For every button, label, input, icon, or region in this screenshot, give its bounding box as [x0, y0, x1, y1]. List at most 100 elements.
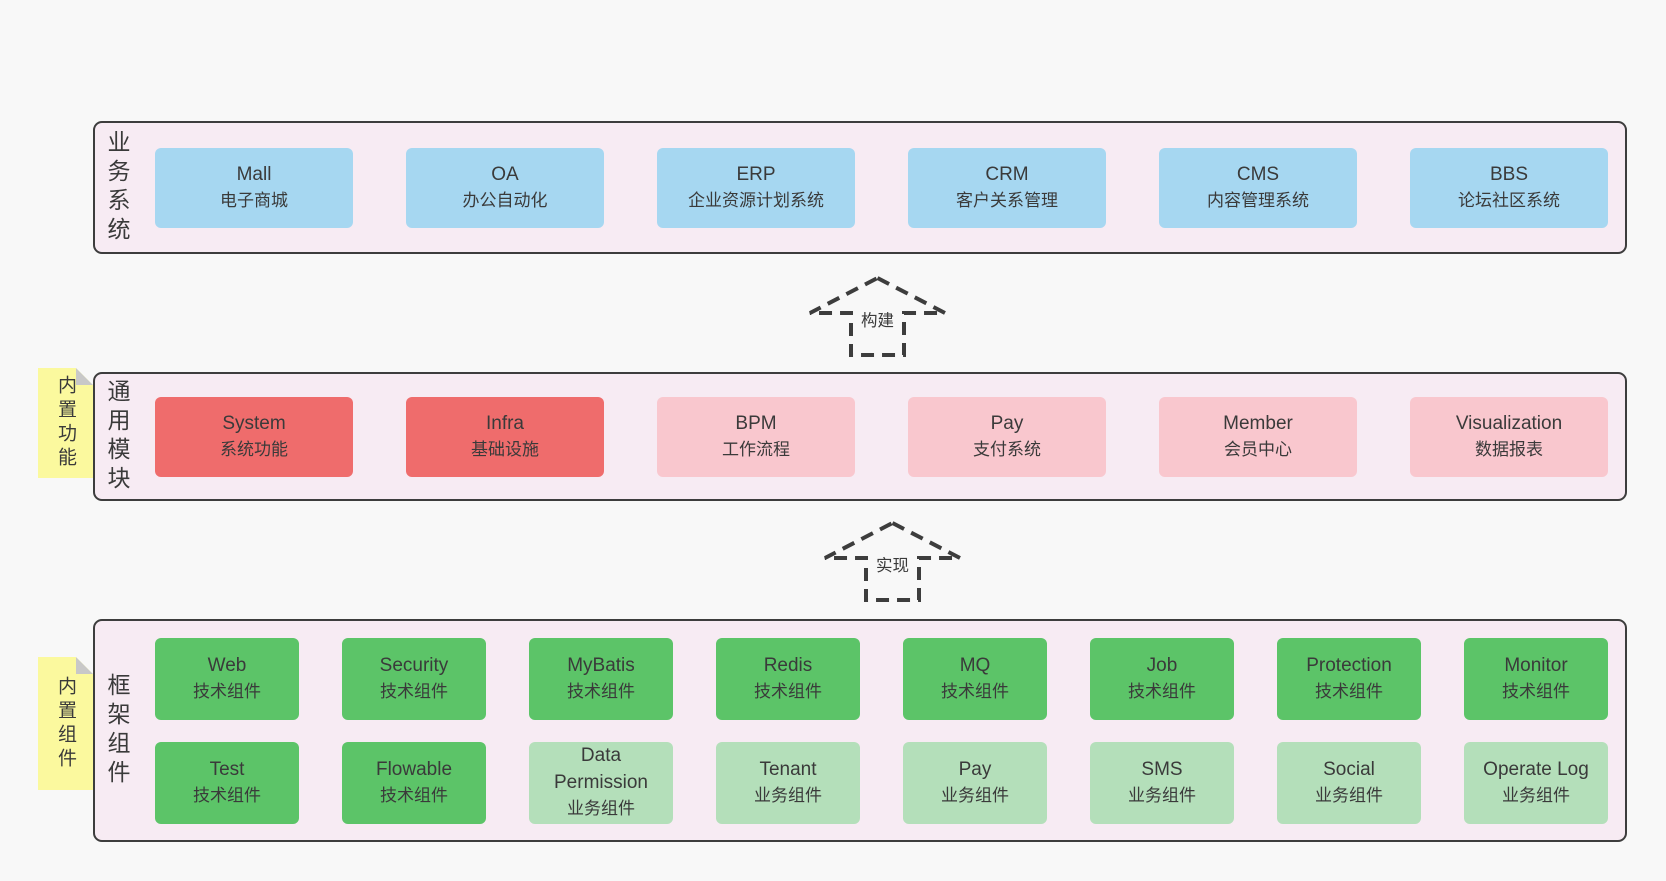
- box-subtitle: 数据报表: [1475, 439, 1543, 459]
- box-subtitle: 会员中心: [1224, 439, 1292, 459]
- box-bpm: BPM 工作流程: [657, 396, 855, 477]
- box-subtitle: 办公自动化: [462, 190, 548, 210]
- box-name: Test: [209, 758, 245, 780]
- box-subtitle: 论坛社区系统: [1458, 190, 1560, 210]
- framework-boxes-rows: Web 技术组件 Security 技术组件 MyBatis 技术组件 Redi…: [155, 621, 1608, 840]
- box-test: Test 技术组件: [155, 741, 299, 824]
- arrow-build: 构建: [807, 275, 948, 358]
- box-name: Member: [1223, 412, 1293, 434]
- arrow-build-label: 构建: [858, 307, 897, 331]
- sticky-note-built-in-features: 内置功能: [38, 368, 93, 478]
- box-subtitle: 技术组件: [380, 681, 448, 701]
- box-visualization: Visualization 数据报表: [1410, 396, 1608, 477]
- box-subtitle: 业务组件: [1128, 785, 1196, 805]
- box-subtitle: 内容管理系统: [1207, 190, 1309, 210]
- box-name: Security: [379, 654, 449, 676]
- box-subtitle: 技术组件: [754, 681, 822, 701]
- box-mall: Mall 电子商城: [155, 147, 353, 228]
- box-oa: OA 办公自动化: [406, 147, 604, 228]
- box-subtitle: 技术组件: [1128, 681, 1196, 701]
- box-name: System: [222, 412, 286, 434]
- framework-row-2: Test 技术组件 Flowable 技术组件 Data Permission …: [155, 741, 1608, 824]
- box-job: Job 技术组件: [1090, 637, 1234, 720]
- box-subtitle: 技术组件: [193, 681, 261, 701]
- box-name: MyBatis: [567, 654, 635, 676]
- box-subtitle: 技术组件: [567, 681, 635, 701]
- box-name: BPM: [735, 412, 777, 434]
- box-bbs: BBS 论坛社区系统: [1410, 147, 1608, 228]
- box-name: Pay: [990, 412, 1024, 434]
- box-mybatis: MyBatis 技术组件: [529, 637, 673, 720]
- box-operate-log: Operate Log 业务组件: [1464, 741, 1608, 824]
- box-name: ERP: [736, 163, 776, 185]
- box-subtitle: 企业资源计划系统: [688, 190, 824, 210]
- box-security: Security 技术组件: [342, 637, 486, 720]
- framework-row-1: Web 技术组件 Security 技术组件 MyBatis 技术组件 Redi…: [155, 637, 1608, 720]
- box-subtitle: 基础设施: [471, 439, 539, 459]
- layer-label-business: 业务系统: [104, 129, 130, 246]
- box-name: CRM: [985, 163, 1029, 185]
- box-tenant: Tenant 业务组件: [716, 741, 860, 824]
- box-name: MQ: [959, 654, 991, 676]
- box-system: System 系统功能: [155, 396, 353, 477]
- box-sms: SMS 业务组件: [1090, 741, 1234, 824]
- layer-label-modules: 通用模块: [104, 378, 130, 495]
- box-pay-component: Pay 业务组件: [903, 741, 1047, 824]
- box-name: Monitor: [1504, 654, 1568, 676]
- box-subtitle: 业务组件: [567, 799, 635, 819]
- box-data-permission: Data Permission 业务组件: [529, 741, 673, 824]
- box-subtitle: 工作流程: [722, 439, 790, 459]
- box-name: Operate Log: [1483, 758, 1589, 780]
- box-name: Tenant: [759, 758, 817, 780]
- box-redis: Redis 技术组件: [716, 637, 860, 720]
- box-name: Visualization: [1455, 412, 1563, 434]
- layer-framework-components: 框架组件 Web 技术组件 Security 技术组件 MyBatis 技术组件…: [93, 619, 1627, 842]
- box-name: Job: [1146, 654, 1178, 676]
- arrow-implement-label: 实现: [873, 552, 912, 576]
- box-name: Flowable: [375, 758, 453, 780]
- box-subtitle: 电子商城: [220, 190, 288, 210]
- sticky-note-built-in-components: 内置组件: [38, 657, 93, 790]
- box-subtitle: 业务组件: [1502, 785, 1570, 805]
- box-subtitle: 客户关系管理: [956, 190, 1058, 210]
- box-erp: ERP 企业资源计划系统: [657, 147, 855, 228]
- arrow-implement: 实现: [822, 520, 963, 603]
- box-subtitle: 技术组件: [941, 681, 1009, 701]
- box-subtitle: 支付系统: [973, 439, 1041, 459]
- box-subtitle: 技术组件: [193, 785, 261, 805]
- module-boxes-row: System 系统功能 Infra 基础设施 BPM 工作流程 Pay 支付系统…: [155, 374, 1608, 499]
- box-name: Redis: [763, 654, 813, 676]
- box-name: BBS: [1489, 163, 1529, 185]
- box-crm: CRM 客户关系管理: [908, 147, 1106, 228]
- box-subtitle: 技术组件: [380, 785, 448, 805]
- box-subtitle: 业务组件: [1315, 785, 1383, 805]
- box-cms: CMS 内容管理系统: [1159, 147, 1357, 228]
- box-pay-module: Pay 支付系统: [908, 396, 1106, 477]
- business-boxes-row: Mall 电子商城 OA 办公自动化 ERP 企业资源计划系统 CRM 客户关系…: [155, 123, 1608, 252]
- box-name: OA: [491, 163, 519, 185]
- box-name: SMS: [1141, 758, 1183, 780]
- box-subtitle: 技术组件: [1502, 681, 1570, 701]
- box-mq: MQ 技术组件: [903, 637, 1047, 720]
- box-name: Protection: [1306, 654, 1392, 676]
- layer-common-modules: 通用模块 System 系统功能 Infra 基础设施 BPM 工作流程 Pay…: [93, 372, 1627, 501]
- box-web: Web 技术组件: [155, 637, 299, 720]
- box-member: Member 会员中心: [1159, 396, 1357, 477]
- box-name: Social: [1323, 758, 1375, 780]
- sticky-note-text: 内置功能: [55, 375, 76, 471]
- layer-label-framework: 框架组件: [104, 672, 130, 789]
- box-name: Mall: [236, 163, 272, 185]
- box-social: Social 业务组件: [1277, 741, 1421, 824]
- box-subtitle: 技术组件: [1315, 681, 1383, 701]
- box-monitor: Monitor 技术组件: [1464, 637, 1608, 720]
- box-infra: Infra 基础设施: [406, 396, 604, 477]
- box-name: Pay: [958, 758, 992, 780]
- box-subtitle: 业务组件: [941, 785, 1009, 805]
- layer-business-systems: 业务系统 Mall 电子商城 OA 办公自动化 ERP 企业资源计划系统 CRM…: [93, 121, 1627, 254]
- box-name: Infra: [485, 412, 525, 434]
- box-subtitle: 系统功能: [220, 439, 288, 459]
- sticky-note-text: 内置组件: [55, 675, 76, 772]
- box-protection: Protection 技术组件: [1277, 637, 1421, 720]
- box-subtitle: 业务组件: [754, 785, 822, 805]
